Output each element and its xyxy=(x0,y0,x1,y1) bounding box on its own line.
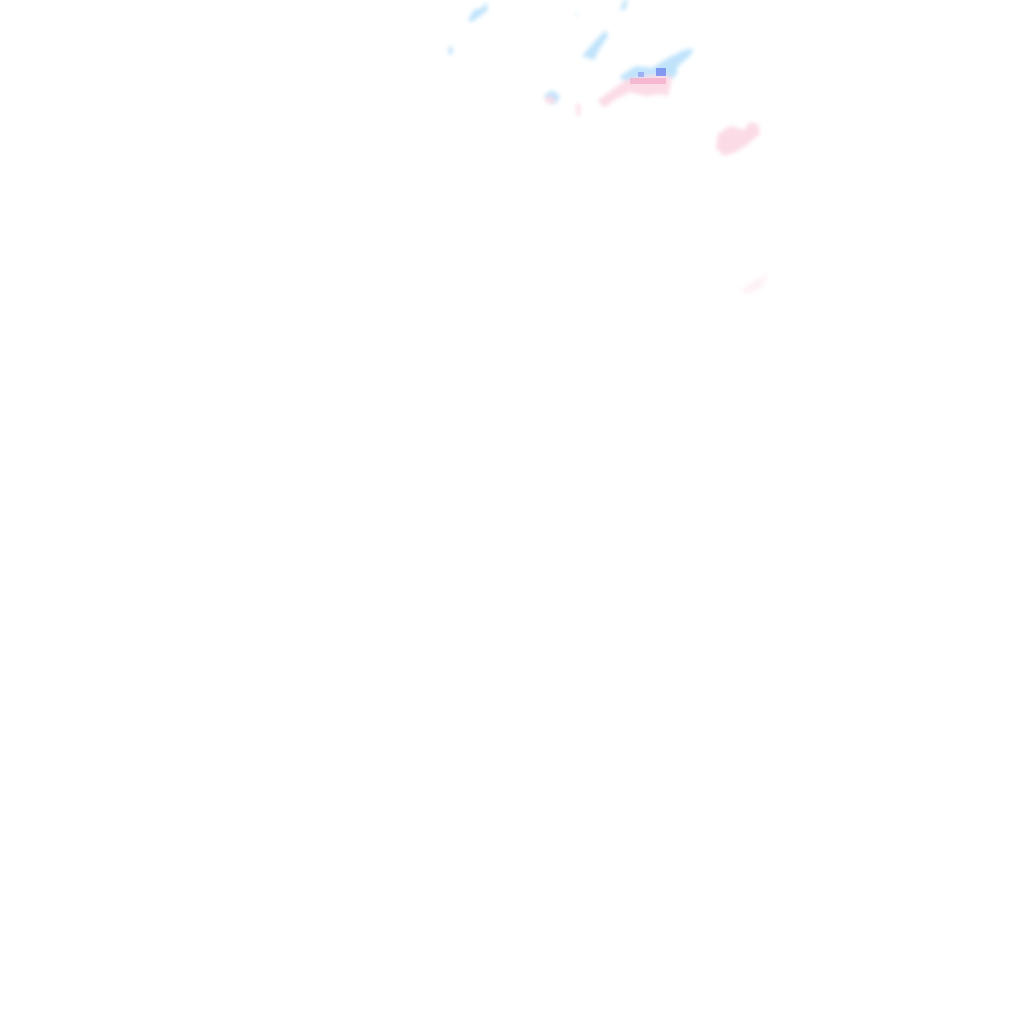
rain-cell xyxy=(448,46,453,56)
mix-cell xyxy=(544,96,556,104)
rain-cell xyxy=(576,12,578,18)
mix-cell xyxy=(716,122,760,156)
rain-cell xyxy=(468,2,488,22)
mix-cell xyxy=(740,274,768,294)
mix-core xyxy=(630,78,666,84)
heavy-rain-cell xyxy=(638,72,644,77)
mix-cell xyxy=(576,104,580,116)
rain-cell xyxy=(620,0,628,10)
rain-cell xyxy=(582,30,608,60)
heavy-rain-cell xyxy=(656,68,666,76)
